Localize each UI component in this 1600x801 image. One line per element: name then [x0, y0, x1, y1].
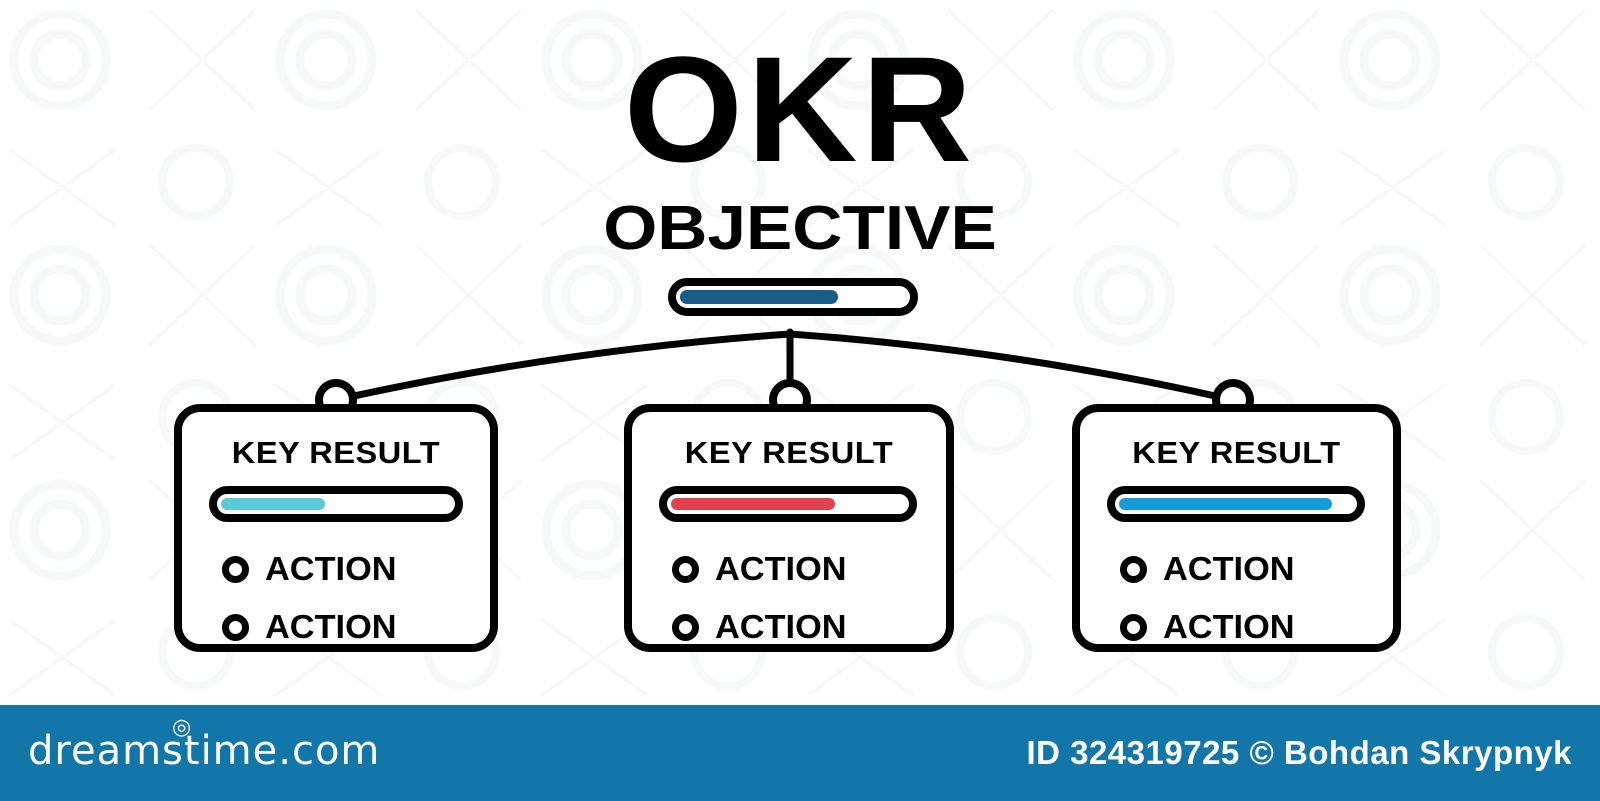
- radio-circle-icon[interactable]: [1120, 555, 1147, 583]
- spiral-icon: ◎: [172, 715, 193, 740]
- objective-label: OBJECTIVE: [603, 194, 997, 263]
- radio-circle-icon[interactable]: [222, 555, 249, 583]
- action-label: ACTION: [715, 608, 847, 645]
- action-label: ACTION: [265, 550, 397, 587]
- key-result-title: KEY RESULT: [1132, 435, 1341, 470]
- action-label: ACTION: [1163, 608, 1295, 645]
- action-list: ACTION ACTION: [1120, 540, 1295, 656]
- connector-branch-right: [786, 330, 1237, 404]
- key-result-progress-fill: [671, 498, 835, 510]
- action-item[interactable]: ACTION: [1120, 598, 1295, 656]
- objective-progress-fill: [680, 290, 839, 304]
- radio-circle-icon[interactable]: [672, 555, 699, 583]
- key-result-title: KEY RESULT: [684, 435, 894, 470]
- key-result-progress-fill: [1119, 498, 1332, 510]
- dreamstime-logo-text: dreamstime.com: [28, 728, 381, 774]
- action-item[interactable]: ACTION: [1120, 540, 1295, 598]
- key-result-title: KEY RESULT: [231, 435, 441, 470]
- image-credit: ID 324319725 © Bohdan Skrypnyk: [1026, 734, 1572, 771]
- radio-circle-icon[interactable]: [222, 613, 249, 641]
- key-result-progress-fill: [221, 498, 325, 510]
- page-title: OKR: [623, 25, 977, 193]
- key-result-progress-bar[interactable]: [209, 486, 463, 522]
- objective-progress-bar[interactable]: [668, 278, 918, 316]
- action-list: ACTION ACTION: [672, 540, 847, 656]
- key-result-card[interactable]: KEY RESULT ACTION ACTION: [624, 404, 954, 652]
- action-label: ACTION: [715, 550, 847, 587]
- dreamstime-logo: dreamstime.com ◎: [28, 717, 381, 775]
- action-label: ACTION: [265, 608, 397, 645]
- radio-circle-icon[interactable]: [1120, 613, 1147, 641]
- action-item[interactable]: ACTION: [672, 598, 847, 656]
- action-item[interactable]: ACTION: [222, 540, 397, 598]
- connector-branch-left: [332, 330, 794, 404]
- action-item[interactable]: ACTION: [672, 540, 847, 598]
- action-label: ACTION: [1163, 550, 1295, 587]
- radio-circle-icon[interactable]: [672, 613, 699, 641]
- key-result-progress-bar[interactable]: [659, 486, 917, 522]
- watermark-footer: dreamstime.com ◎ ID 324319725 © Bohdan S…: [0, 705, 1600, 801]
- action-item[interactable]: ACTION: [222, 598, 397, 656]
- key-result-progress-bar[interactable]: [1107, 486, 1365, 522]
- key-result-card[interactable]: KEY RESULT ACTION ACTION: [1072, 404, 1401, 652]
- key-result-card[interactable]: KEY RESULT ACTION ACTION: [174, 404, 498, 652]
- action-list: ACTION ACTION: [222, 540, 397, 656]
